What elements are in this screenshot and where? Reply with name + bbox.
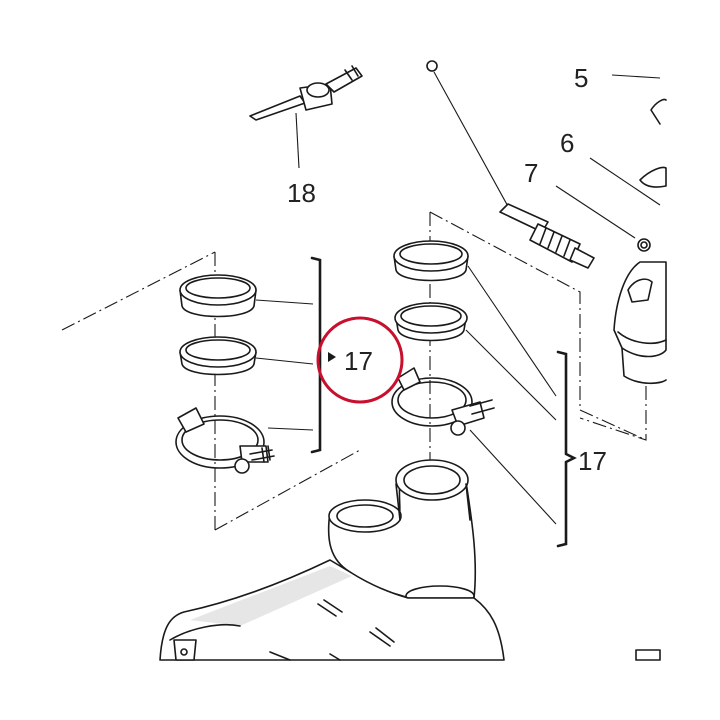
callout-17-right: 17 [578,446,607,476]
left-stack [61,251,361,531]
intake-manifold [159,459,661,661]
callout-7: 7 [524,158,538,188]
hose-clamp-right [391,367,495,436]
callout-labels: 5 6 7 18 17 17 [287,63,607,476]
seal-ring-upper-right [393,240,469,282]
highlight-circle [316,316,404,404]
seal-ring-lower-left [179,336,257,376]
seal-ring-upper-left [179,274,257,318]
injector-part-7 [426,60,651,269]
seal-ring-lower-right [394,302,468,342]
callout-17-left: 17 [344,346,373,376]
bracket-right [556,350,577,548]
hose-clamp-left [175,407,275,474]
callout-18: 18 [287,178,316,208]
throttle-body-partial [579,74,667,441]
callout-6: 6 [560,128,574,158]
cable-clip-part-18 [249,65,363,169]
callout-5: 5 [574,63,588,93]
bracket-left [310,256,322,454]
right-stack [391,211,647,548]
leader-arrow-icon [328,352,336,362]
